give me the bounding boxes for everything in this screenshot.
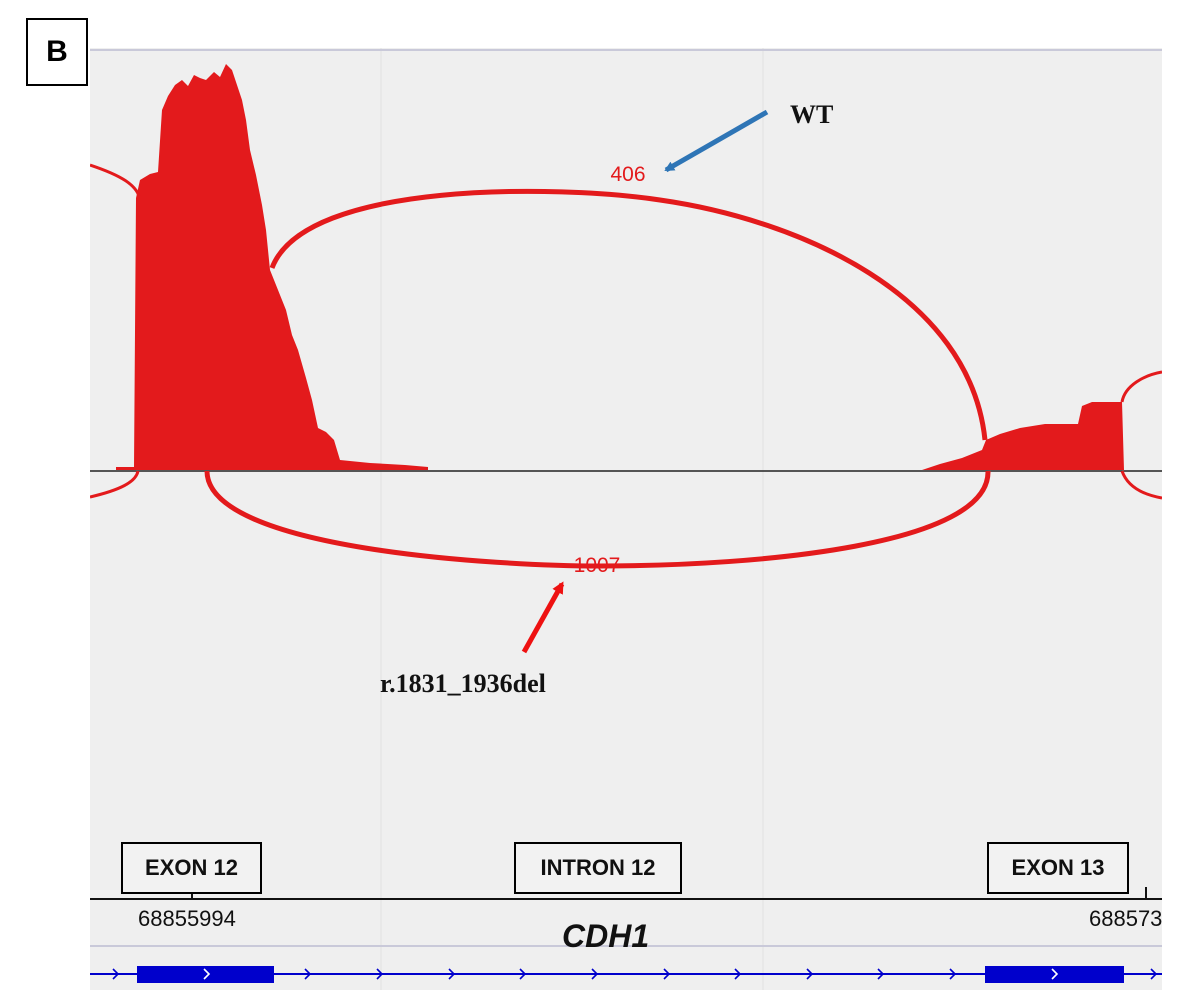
coordinate-right: 688573: [1089, 906, 1162, 931]
region-label-exon-12: EXON 12: [121, 842, 262, 894]
deletion-label: r.1831_1936del: [380, 669, 546, 698]
coordinate-left: 68855994: [138, 906, 236, 931]
deletion-arrow: [521, 581, 565, 654]
gene-name: CDH1: [562, 918, 650, 954]
region-label-exon-13: EXON 13: [987, 842, 1129, 894]
junction-arc-left-upper: [90, 163, 142, 201]
exon-13-chevron: [1051, 968, 1059, 980]
panel-label: B: [26, 18, 88, 86]
junction-count-deletion: 1007: [574, 554, 621, 577]
wt-label: WT: [790, 100, 833, 129]
exon-13-coverage: [922, 402, 1124, 470]
junction-arc-wt: [269, 188, 988, 441]
junction-arc-deletion: [204, 470, 991, 569]
exon-12-coverage: [116, 64, 428, 470]
junction-arc-left-lower: [90, 470, 140, 499]
gene-model: [90, 966, 1162, 983]
exon-12-block: [137, 966, 274, 983]
region-label-intron-12: INTRON 12: [514, 842, 682, 894]
wt-arrow: [664, 109, 769, 173]
exon-13-block: [985, 966, 1124, 983]
exon-12-chevron: [203, 968, 211, 980]
junction-arc-right-upper: [1120, 370, 1162, 403]
junction-count-wt: 406: [610, 163, 645, 186]
track-panel: [90, 48, 1162, 990]
junction-arc-right-lower: [1120, 470, 1162, 500]
strand-chevrons: [112, 968, 1158, 980]
